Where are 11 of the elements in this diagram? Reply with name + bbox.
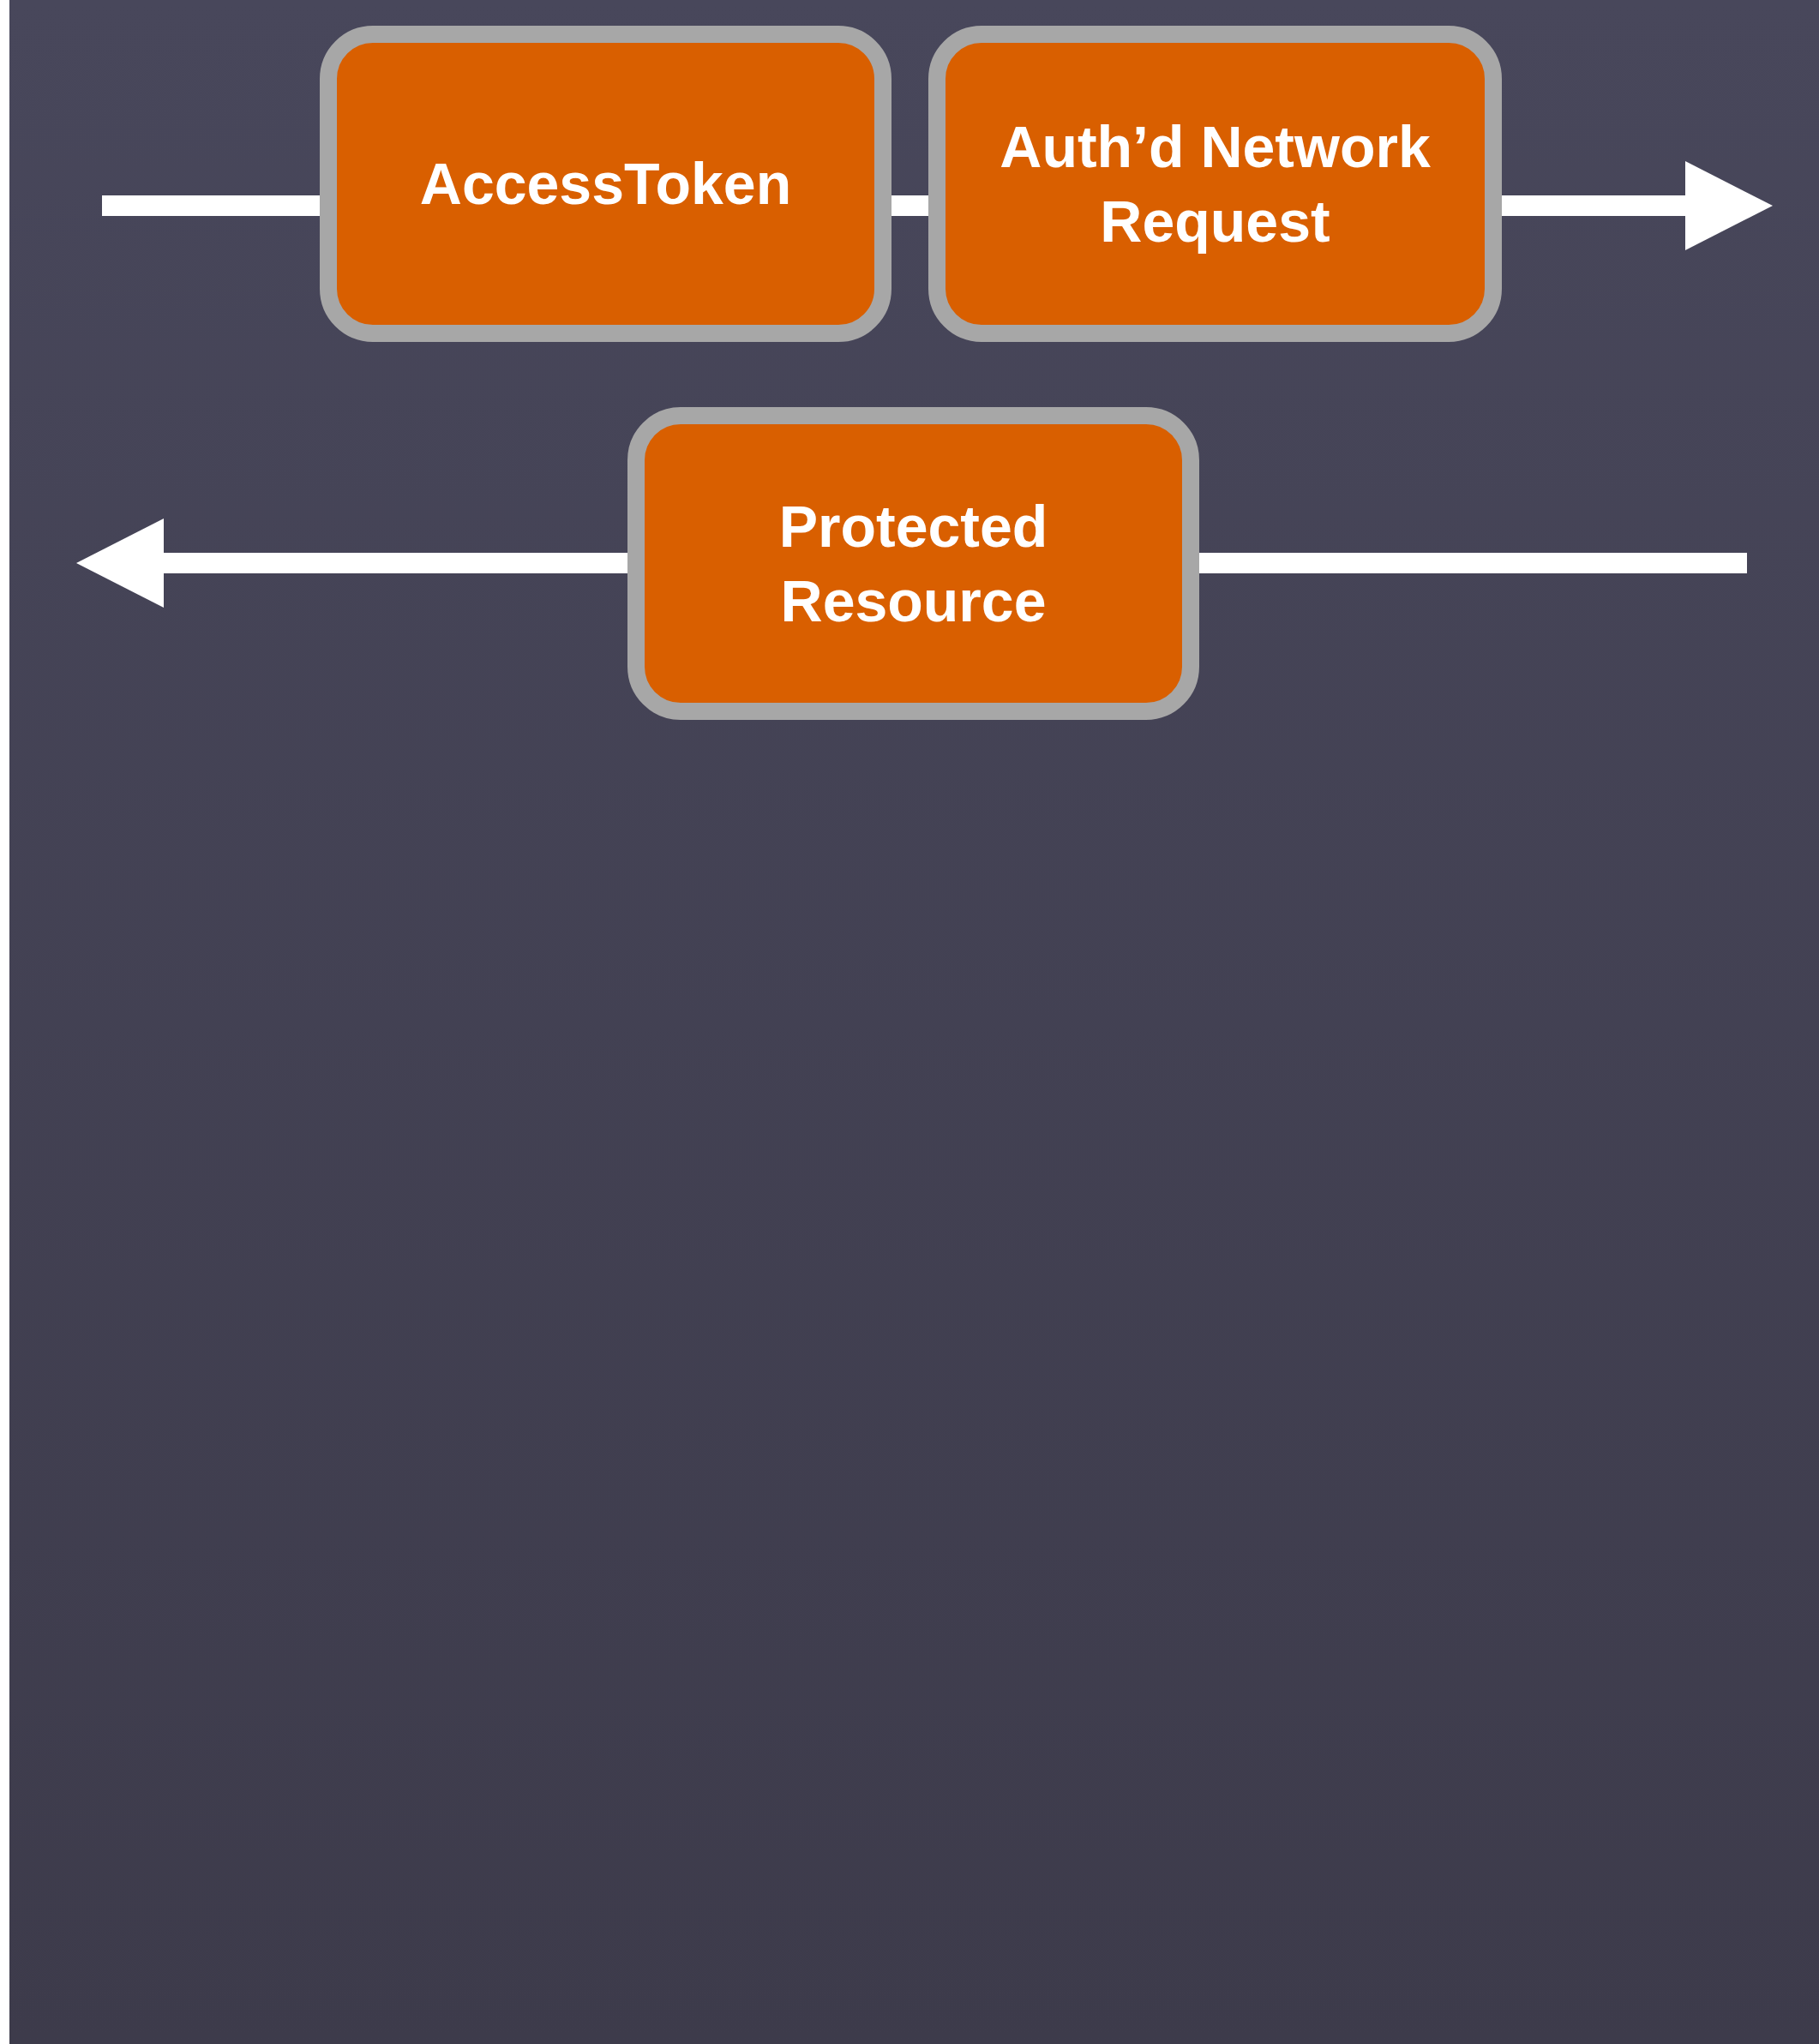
box-label: Protected Resource [777, 493, 1049, 635]
box-label: Auth’d Network Request [999, 113, 1432, 255]
process-box [627, 407, 1199, 720]
arrow [76, 518, 627, 608]
process-box [320, 26, 891, 342]
arrow [1502, 161, 1773, 250]
box-label: AccessToken [419, 150, 792, 219]
connector-line [891, 195, 928, 216]
process-box [928, 26, 1502, 342]
connector-line [102, 195, 320, 216]
connector-line [1199, 553, 1747, 573]
